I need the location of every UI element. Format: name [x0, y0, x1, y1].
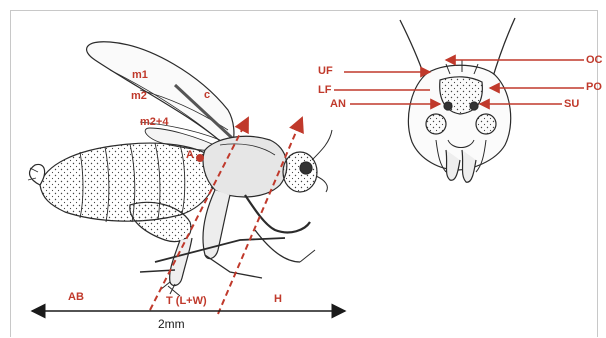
point-A	[196, 154, 204, 162]
label-m2-4: m2+4	[140, 117, 168, 128]
label-UF: UF	[318, 66, 333, 77]
label-m2: m2	[131, 91, 147, 102]
insect-side-view	[28, 42, 332, 296]
head	[283, 152, 317, 192]
label-LF: LF	[318, 85, 331, 96]
label-OC: OC	[586, 55, 603, 66]
label-T: T (L+W)	[166, 296, 207, 307]
label-m1: m1	[132, 70, 148, 81]
label-AN: AN	[330, 99, 346, 110]
scale-label: 2mm	[158, 319, 185, 330]
label-c: c	[204, 90, 210, 101]
label-A: A	[186, 150, 194, 161]
label-H: H	[274, 294, 282, 305]
thorax	[203, 136, 287, 197]
label-SU: SU	[564, 99, 579, 110]
label-AB: AB	[68, 292, 84, 303]
head-front-view	[400, 18, 515, 182]
label-PO: PO	[586, 82, 602, 93]
